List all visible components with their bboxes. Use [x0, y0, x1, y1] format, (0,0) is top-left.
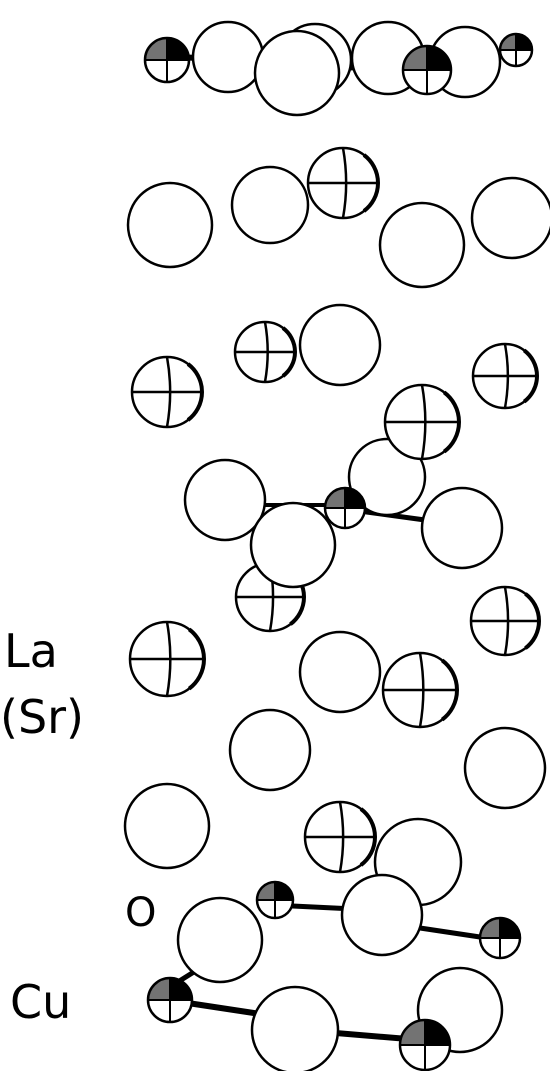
copper-atom [146, 976, 194, 1024]
oxygen-atom [298, 630, 382, 714]
copper-atom [398, 1018, 452, 1071]
lanthanum-atom [130, 355, 204, 429]
oxygen-atom [228, 708, 312, 792]
lanthanum-atom [383, 383, 461, 461]
oxygen-atom [126, 181, 214, 269]
lanthanum-atom [471, 342, 539, 410]
oxygen-atom [123, 782, 211, 870]
copper-atom [478, 916, 522, 960]
label-cu: Cu [10, 975, 71, 1029]
oxygen-atom [420, 486, 504, 570]
oxygen-atom [298, 303, 382, 387]
oxygen-atom [463, 726, 547, 810]
copper-atom [498, 32, 534, 68]
copper-atom [143, 36, 191, 84]
lanthanum-atom [233, 320, 297, 384]
oxygen-atom [176, 896, 264, 984]
atoms-layer [123, 20, 550, 1071]
label-sr: (Sr) [0, 690, 84, 744]
lanthanum-atom [381, 651, 459, 729]
lanthanum-atom [306, 146, 380, 220]
oxygen-atom [230, 165, 310, 245]
oxygen-atom [183, 458, 267, 542]
label-la: La [4, 624, 58, 678]
lanthanum-atom [128, 620, 206, 698]
oxygen-atom [347, 437, 427, 517]
oxygen-atom [470, 176, 550, 260]
copper-atom [323, 486, 367, 530]
copper-atom [255, 880, 295, 920]
label-o: O [125, 890, 156, 936]
lanthanum-atom [303, 800, 377, 874]
oxygen-atom [340, 873, 424, 957]
oxygen-atom [249, 501, 337, 589]
oxygen-atom [250, 985, 340, 1071]
oxygen-atom [378, 201, 466, 289]
lanthanum-atom [469, 585, 541, 657]
oxygen-atom [253, 29, 341, 117]
oxygen-atom [191, 20, 265, 94]
copper-atom [401, 44, 453, 96]
